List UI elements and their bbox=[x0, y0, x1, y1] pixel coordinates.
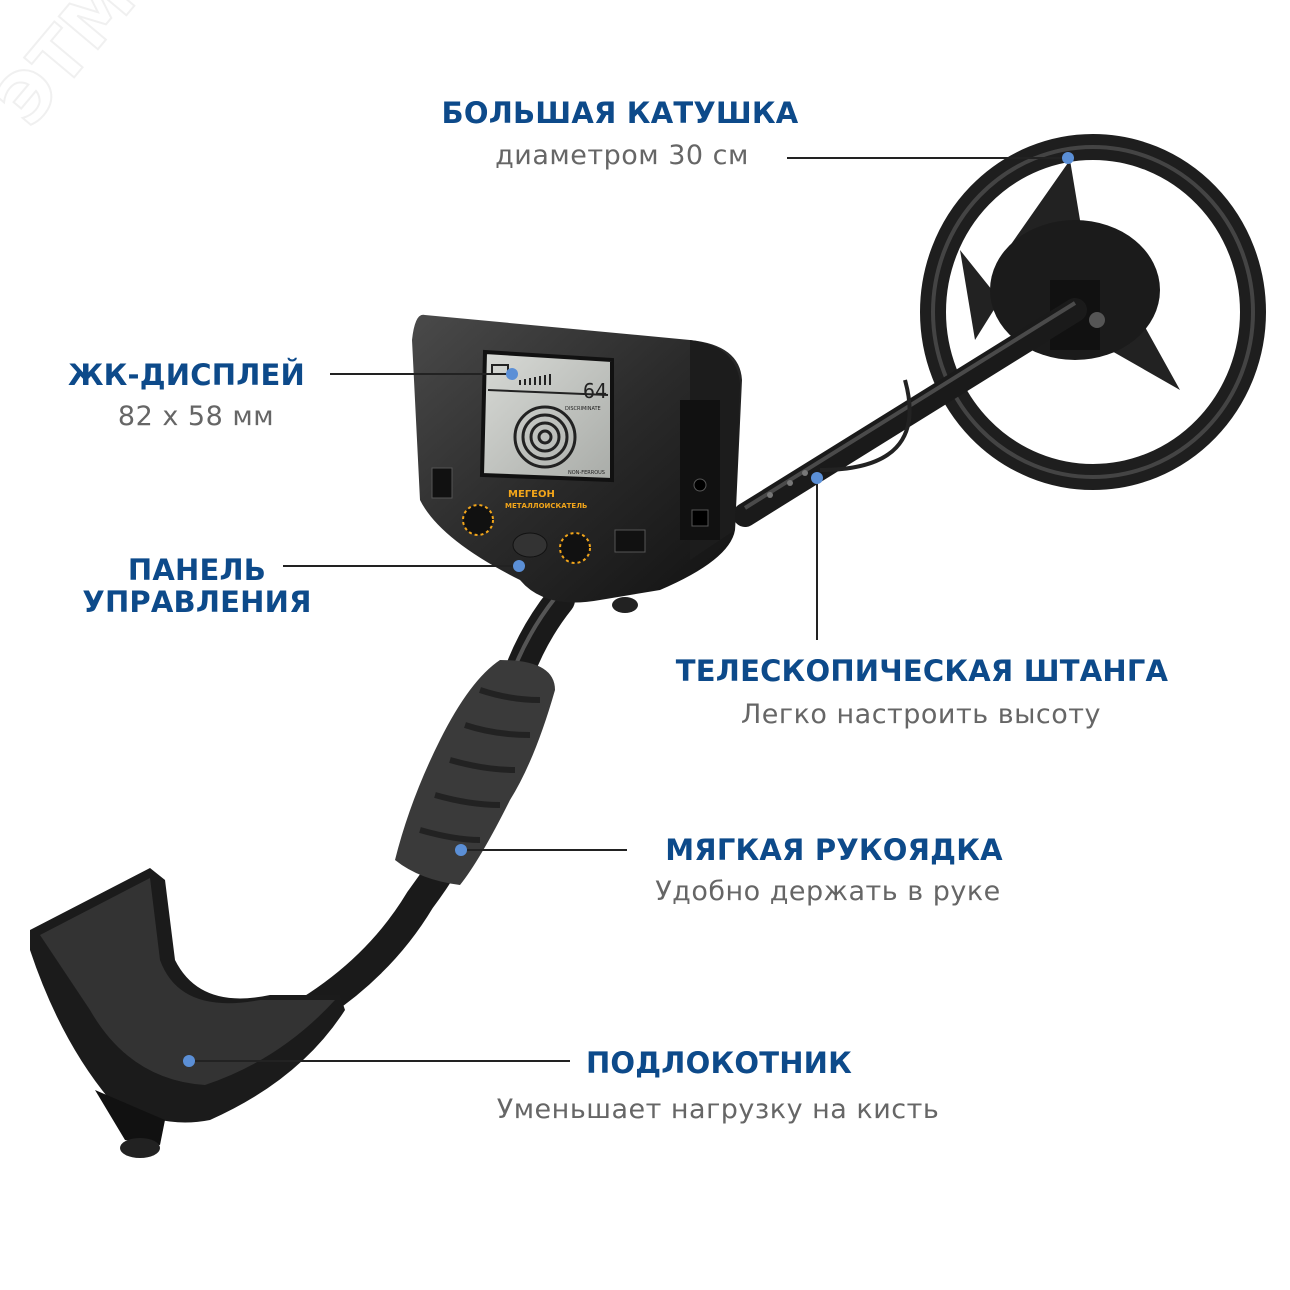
brand-logo: МЕГЕОН bbox=[508, 489, 555, 500]
panel-title-line1: ПАНЕЛЬ bbox=[127, 553, 267, 587]
lcd-label: NON-FERROUS bbox=[568, 470, 605, 476]
armrest bbox=[30, 868, 345, 1158]
shaft-marker bbox=[811, 472, 823, 484]
armrest-subtitle: Уменьшает нагрузку на кисть bbox=[496, 1094, 940, 1125]
svg-text:ЭТМ: ЭТМ bbox=[0, 0, 152, 141]
display-leader-line bbox=[330, 373, 512, 375]
control-box: 64 DISCRIMINATE NON-FERROUS МЕГЕОН МЕТАЛ… bbox=[412, 314, 742, 613]
grip-title: МЯГКАЯ РУКОЯДКА bbox=[665, 833, 1003, 867]
watermark-logo: ЭТМ bbox=[0, 0, 153, 142]
power-switch bbox=[431, 467, 453, 499]
target-icon bbox=[513, 405, 577, 469]
armrest-title: ПОДЛОКОТНИК bbox=[585, 1046, 853, 1080]
shaft-title: ТЕЛЕСКОПИЧЕСКАЯ ШТАНГА bbox=[675, 654, 1169, 688]
lcd-mode: DISCRIMINATE bbox=[565, 406, 601, 412]
coil-title: БОЛЬШАЯ КАТУШКА bbox=[441, 96, 799, 130]
soft-grip bbox=[395, 660, 555, 885]
armrest-leader-line bbox=[189, 1060, 570, 1062]
lcd-value: 64 bbox=[583, 379, 607, 403]
coil-subtitle: диаметром 30 см bbox=[495, 140, 749, 171]
pinpoint-button bbox=[512, 532, 548, 558]
sensitivity-knob bbox=[462, 504, 494, 536]
armrest-marker bbox=[183, 1055, 195, 1067]
display-subtitle: 82 x 58 мм bbox=[117, 401, 275, 432]
panel-marker bbox=[513, 560, 525, 572]
mode-switch bbox=[614, 529, 646, 553]
telescopic-shaft bbox=[733, 298, 1087, 527]
shaft-subtitle: Легко настроить высоту bbox=[740, 699, 1102, 730]
coil-leader-line bbox=[787, 157, 1068, 159]
display-title: ЖК-ДИСПЛЕЙ bbox=[67, 358, 305, 392]
grip-leader-line bbox=[461, 849, 627, 851]
grip-marker bbox=[455, 844, 467, 856]
grip-subtitle: Удобно держать в руке bbox=[655, 876, 1001, 907]
display-marker bbox=[506, 368, 518, 380]
discrimination-knob bbox=[559, 532, 591, 564]
panel-title-line2: УПРАВЛЕНИЯ bbox=[82, 585, 312, 619]
device-name: МЕТАЛЛОИСКАТЕЛЬ bbox=[505, 502, 587, 510]
search-coil bbox=[920, 134, 1266, 490]
panel-leader-line bbox=[283, 565, 519, 567]
coil-marker bbox=[1062, 152, 1074, 164]
shaft-leader-line bbox=[816, 478, 818, 640]
